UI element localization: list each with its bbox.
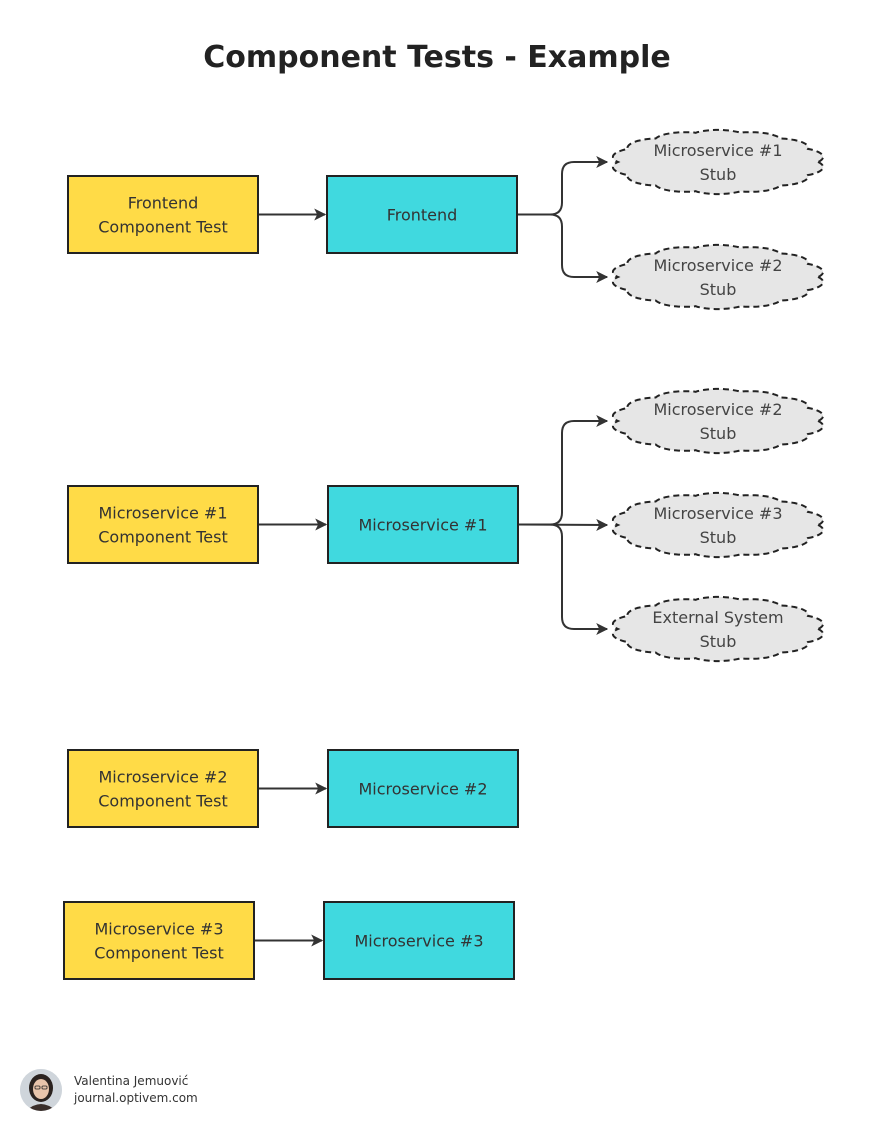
stub-label: Stub — [700, 165, 737, 184]
component-test-box: Microservice #2 Component Test — [67, 749, 259, 828]
author-site: journal.optivem.com — [74, 1091, 198, 1105]
stub-label: Stub — [700, 528, 737, 547]
service-label: Microservice #2 — [358, 780, 487, 799]
component-test-label: Microservice #2 — [98, 768, 227, 787]
author-credit: Valentina Jemuović journal.optivem.com — [20, 1068, 198, 1112]
stub-cloud: Microservice #2 Stub — [611, 387, 825, 455]
stub-connector-arrow — [518, 523, 609, 635]
service-label: Microservice #1 — [358, 516, 487, 535]
stub-cloud: Microservice #2 Stub — [611, 243, 825, 311]
stub-label: Microservice #2 — [653, 400, 782, 419]
stub-label: Microservice #3 — [653, 504, 782, 523]
service-box: Frontend — [326, 175, 518, 254]
component-test-label: Component Test — [98, 218, 227, 237]
stub-cloud: Microservice #1 Stub — [611, 128, 825, 196]
component-test-label: Component Test — [98, 792, 227, 811]
service-box: Microservice #2 — [327, 749, 519, 828]
stub-connector-arrow — [517, 156, 609, 216]
stub-label: Stub — [700, 424, 737, 443]
stub-label: Microservice #1 — [653, 141, 782, 160]
component-test-label: Microservice #1 — [98, 504, 227, 523]
service-box: Microservice #3 — [323, 901, 515, 980]
service-label: Microservice #3 — [354, 932, 483, 951]
component-test-box: Microservice #3 Component Test — [63, 901, 255, 980]
component-test-label: Microservice #3 — [94, 920, 223, 939]
stub-label: Stub — [700, 632, 737, 651]
stub-label: Stub — [700, 280, 737, 299]
component-test-label: Component Test — [94, 944, 223, 963]
stub-label: Microservice #2 — [653, 256, 782, 275]
diagram-title: Component Tests - Example — [203, 40, 671, 75]
stub-connector-arrow — [518, 415, 609, 526]
author-name: Valentina Jemuović — [74, 1074, 189, 1088]
stub-cloud: Microservice #3 Stub — [611, 491, 825, 559]
author-avatar — [20, 1069, 62, 1111]
component-test-label: Frontend — [128, 194, 199, 213]
service-box: Microservice #1 — [327, 485, 519, 564]
component-test-box: Microservice #1 Component Test — [67, 485, 259, 564]
stub-connector-arrow — [517, 213, 609, 283]
component-test-label: Component Test — [98, 528, 227, 547]
service-label: Frontend — [387, 206, 458, 225]
stub-label: External System — [652, 608, 783, 627]
